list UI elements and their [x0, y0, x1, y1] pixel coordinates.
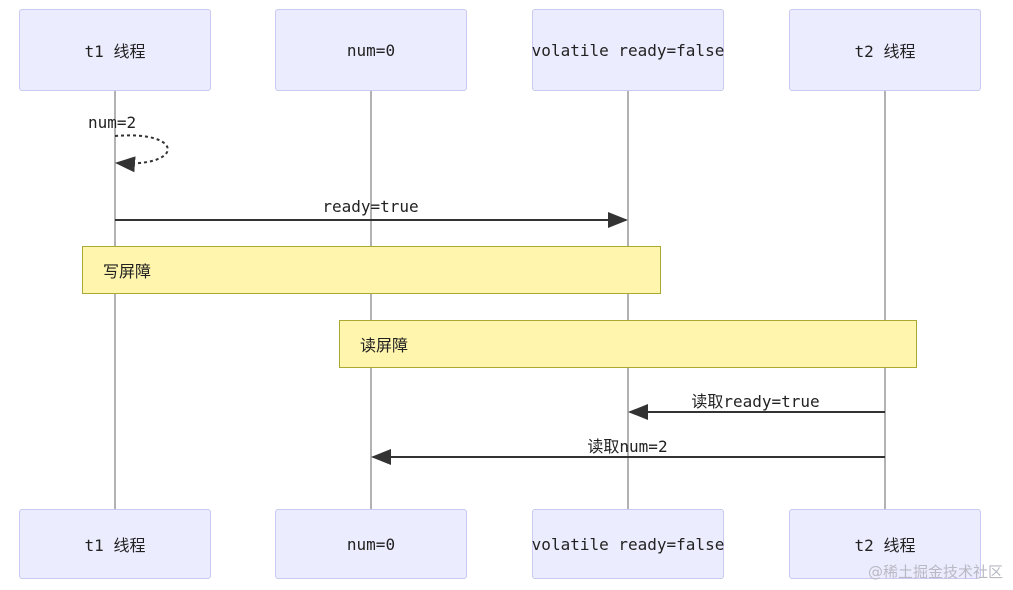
note-label: 读屏障 [360, 336, 409, 355]
participant-label: t2 线程 [854, 42, 916, 61]
message-label-ready-true: ready=true [322, 197, 419, 216]
watermark: @稀土掘金技术社区 [867, 563, 1003, 581]
participant-label: volatile ready=false [531, 534, 725, 554]
note-read-barrier: 读屏障 [339, 320, 917, 368]
message-label-read-ready: 读取ready=true [691, 392, 820, 411]
participant-t2-top: t2 线程 [789, 9, 981, 91]
note-label: 写屏障 [103, 262, 152, 281]
participant-label: num=0 [346, 40, 396, 60]
self-message-arrow [114, 134, 169, 173]
participant-label: volatile ready=false [531, 40, 725, 60]
participant-t1-bottom: t1 线程 [19, 509, 211, 579]
participant-t1-top: t1 线程 [19, 9, 211, 91]
participant-num-top: num=0 [275, 9, 467, 91]
message-label-read-num: 读取num=2 [587, 437, 668, 456]
participant-ready-top: volatile ready=false [532, 9, 724, 91]
message-label-self-num: num=2 [88, 113, 137, 132]
participant-label: num=0 [346, 534, 396, 554]
participant-label: t2 线程 [854, 536, 916, 555]
participant-ready-bottom: volatile ready=false [532, 509, 724, 579]
participant-label: t1 线程 [84, 42, 146, 61]
participant-t2-bottom: t2 线程 [789, 509, 981, 579]
participant-label: t1 线程 [84, 536, 146, 555]
participant-num-bottom: num=0 [275, 509, 467, 579]
note-write-barrier: 写屏障 [82, 246, 661, 294]
